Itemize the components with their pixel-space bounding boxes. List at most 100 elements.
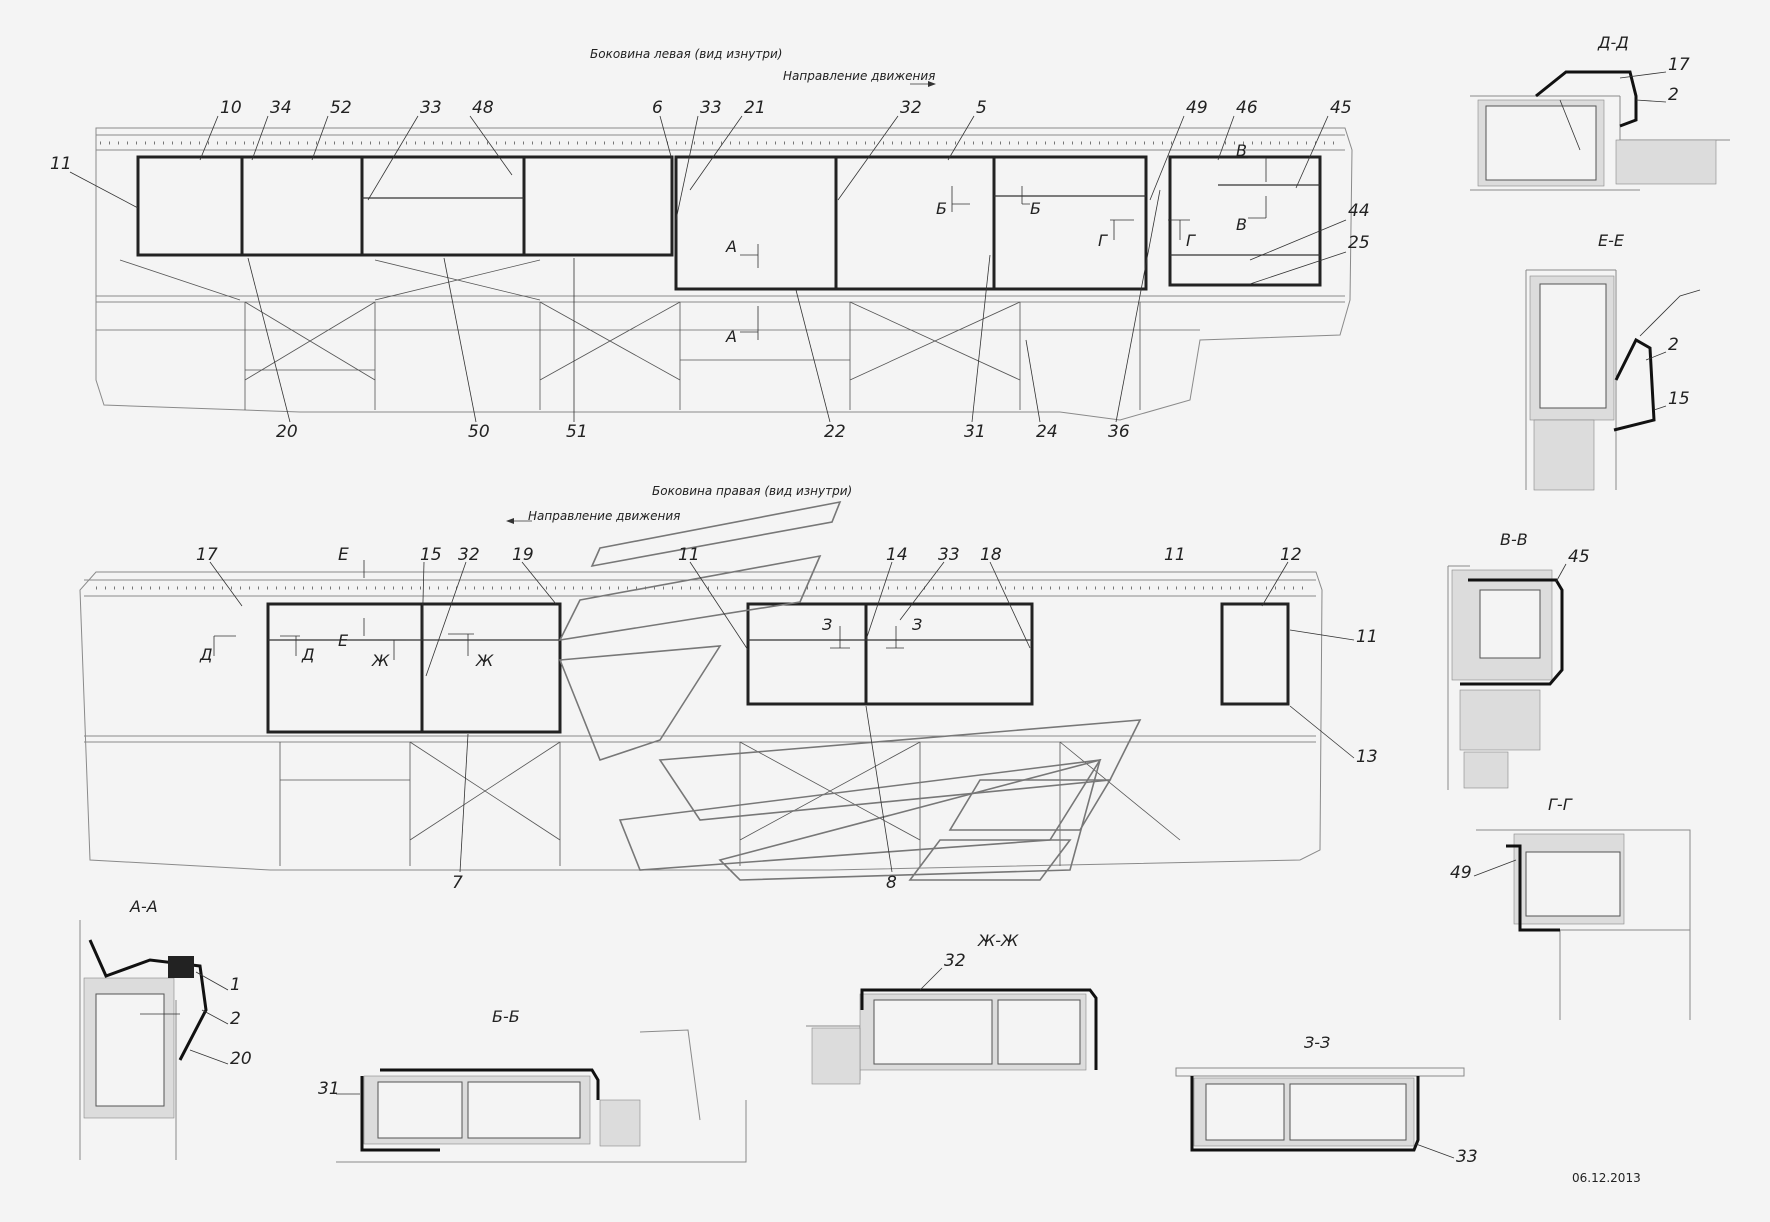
svg-text:15: 15 bbox=[1668, 389, 1690, 409]
left-labels-bottom: 20 50 51 22 31 24 36 bbox=[247, 189, 1161, 442]
svg-text:11: 11 bbox=[1164, 545, 1186, 565]
section-gg: Г-Г 49 bbox=[1450, 795, 1691, 1020]
right-window-5 bbox=[1220, 602, 1290, 706]
right-direction-label: Направление движения bbox=[528, 509, 680, 523]
svg-text:46: 46 bbox=[1236, 98, 1258, 118]
svg-text:20: 20 bbox=[230, 1049, 252, 1069]
svg-text:8: 8 bbox=[886, 873, 897, 893]
svg-text:Б: Б bbox=[1030, 199, 1041, 218]
svg-text:51: 51 bbox=[566, 422, 588, 442]
left-truss bbox=[119, 259, 1141, 410]
right-leader-plates bbox=[558, 500, 1142, 881]
svg-text:А: А bbox=[725, 327, 737, 346]
section-dd: Д-Д 17 2 bbox=[1470, 33, 1730, 191]
left-window-7 bbox=[992, 155, 1148, 291]
svg-text:Г: Г bbox=[1098, 231, 1108, 250]
right-labels-side: 11 13 bbox=[1289, 627, 1378, 767]
drawing-date: 06.12.2013 bbox=[1572, 1171, 1641, 1185]
svg-text:33: 33 bbox=[700, 98, 722, 118]
svg-text:В: В bbox=[1236, 141, 1247, 160]
left-door-opening bbox=[1168, 155, 1322, 287]
svg-text:В: В bbox=[1236, 215, 1247, 234]
left-side-title: Боковина левая (вид изнутри) bbox=[590, 47, 782, 61]
svg-text:33: 33 bbox=[420, 98, 442, 118]
svg-text:А: А bbox=[725, 237, 737, 256]
svg-text:Е-Е: Е-Е bbox=[1598, 231, 1625, 250]
svg-text:18: 18 bbox=[980, 545, 1002, 565]
left-window-6 bbox=[834, 155, 996, 291]
svg-text:Ж-Ж: Ж-Ж bbox=[977, 931, 1019, 950]
svg-text:31: 31 bbox=[964, 422, 986, 442]
svg-text:2: 2 bbox=[230, 1009, 241, 1029]
svg-text:24: 24 bbox=[1036, 422, 1058, 442]
svg-text:11: 11 bbox=[50, 154, 72, 174]
right-window-4 bbox=[864, 602, 1034, 706]
svg-text:21: 21 bbox=[744, 98, 766, 118]
right-window-1 bbox=[266, 602, 424, 734]
right-labels-bottom: 7 8 bbox=[452, 705, 897, 893]
svg-text:45: 45 bbox=[1568, 547, 1590, 567]
left-window-1 bbox=[136, 155, 244, 257]
right-window-2 bbox=[420, 602, 562, 734]
section-zhzh: Ж-Ж 32 bbox=[806, 931, 1098, 1085]
right-window-3 bbox=[746, 602, 868, 706]
svg-text:Б: Б bbox=[936, 199, 947, 218]
svg-text:48: 48 bbox=[472, 98, 494, 118]
svg-text:49: 49 bbox=[1450, 863, 1472, 883]
right-side-view: Боковина правая (вид изнутри) Направлени… bbox=[79, 484, 1378, 893]
svg-text:2: 2 bbox=[1668, 335, 1679, 355]
svg-text:Ж: Ж bbox=[371, 651, 390, 670]
svg-text:З: З bbox=[912, 615, 922, 634]
left-window-4 bbox=[522, 155, 674, 257]
left-direction-label: Направление движения bbox=[783, 69, 935, 83]
svg-text:50: 50 bbox=[468, 422, 490, 442]
svg-text:32: 32 bbox=[944, 951, 966, 971]
svg-text:19: 19 bbox=[512, 545, 534, 565]
svg-text:З: З bbox=[822, 615, 832, 634]
svg-text:Д-Д: Д-Д bbox=[1597, 33, 1629, 52]
svg-text:13: 13 bbox=[1356, 747, 1378, 767]
svg-text:6: 6 bbox=[652, 98, 663, 118]
left-body-outline bbox=[95, 127, 1353, 421]
svg-text:А-А: А-А bbox=[129, 897, 158, 916]
svg-text:Е: Е bbox=[338, 631, 349, 650]
svg-text:31: 31 bbox=[318, 1079, 340, 1099]
left-labels-top: 10 34 52 33 48 6 33 21 32 5 49 46 45 bbox=[199, 98, 1352, 221]
svg-text:33: 33 bbox=[938, 545, 960, 565]
svg-text:Г: Г bbox=[1186, 231, 1196, 250]
svg-text:17: 17 bbox=[1668, 55, 1690, 75]
svg-text:5: 5 bbox=[976, 98, 987, 118]
left-labels-side: 11 44 25 bbox=[50, 154, 1370, 285]
svg-text:Д: Д bbox=[301, 645, 315, 664]
svg-text:44: 44 bbox=[1348, 201, 1370, 221]
svg-text:20: 20 bbox=[276, 422, 298, 442]
left-side-view: Боковина левая (вид изнутри) Направление… bbox=[50, 47, 1370, 442]
section-aa: А-А 1 2 20 bbox=[79, 897, 252, 1160]
svg-text:52: 52 bbox=[330, 98, 352, 118]
svg-text:25: 25 bbox=[1348, 233, 1370, 253]
svg-text:17: 17 bbox=[196, 545, 218, 565]
svg-text:32: 32 bbox=[900, 98, 922, 118]
left-window-5 bbox=[674, 155, 838, 291]
svg-text:12: 12 bbox=[1280, 545, 1302, 565]
svg-text:49: 49 bbox=[1186, 98, 1208, 118]
svg-text:33: 33 bbox=[1456, 1147, 1478, 1167]
svg-text:В-В: В-В bbox=[1500, 530, 1528, 549]
section-zz: З-З 33 bbox=[1175, 1033, 1478, 1167]
right-body-outline bbox=[79, 571, 1323, 871]
svg-text:36: 36 bbox=[1108, 422, 1130, 442]
section-vv: В-В 45 bbox=[1447, 530, 1590, 790]
svg-text:7: 7 bbox=[452, 873, 463, 893]
section-ee: Е-Е 2 15 bbox=[1525, 231, 1701, 491]
svg-text:Д: Д bbox=[199, 645, 213, 664]
right-labels-top: 17 Е 15 32 19 11 14 33 18 11 12 bbox=[196, 545, 1302, 677]
svg-text:10: 10 bbox=[220, 98, 242, 118]
svg-text:11: 11 bbox=[1356, 627, 1378, 647]
svg-text:11: 11 bbox=[678, 545, 700, 565]
svg-text:45: 45 bbox=[1330, 98, 1352, 118]
left-window-2 bbox=[240, 155, 364, 257]
svg-text:34: 34 bbox=[270, 98, 292, 118]
svg-text:Г-Г: Г-Г bbox=[1548, 795, 1573, 814]
